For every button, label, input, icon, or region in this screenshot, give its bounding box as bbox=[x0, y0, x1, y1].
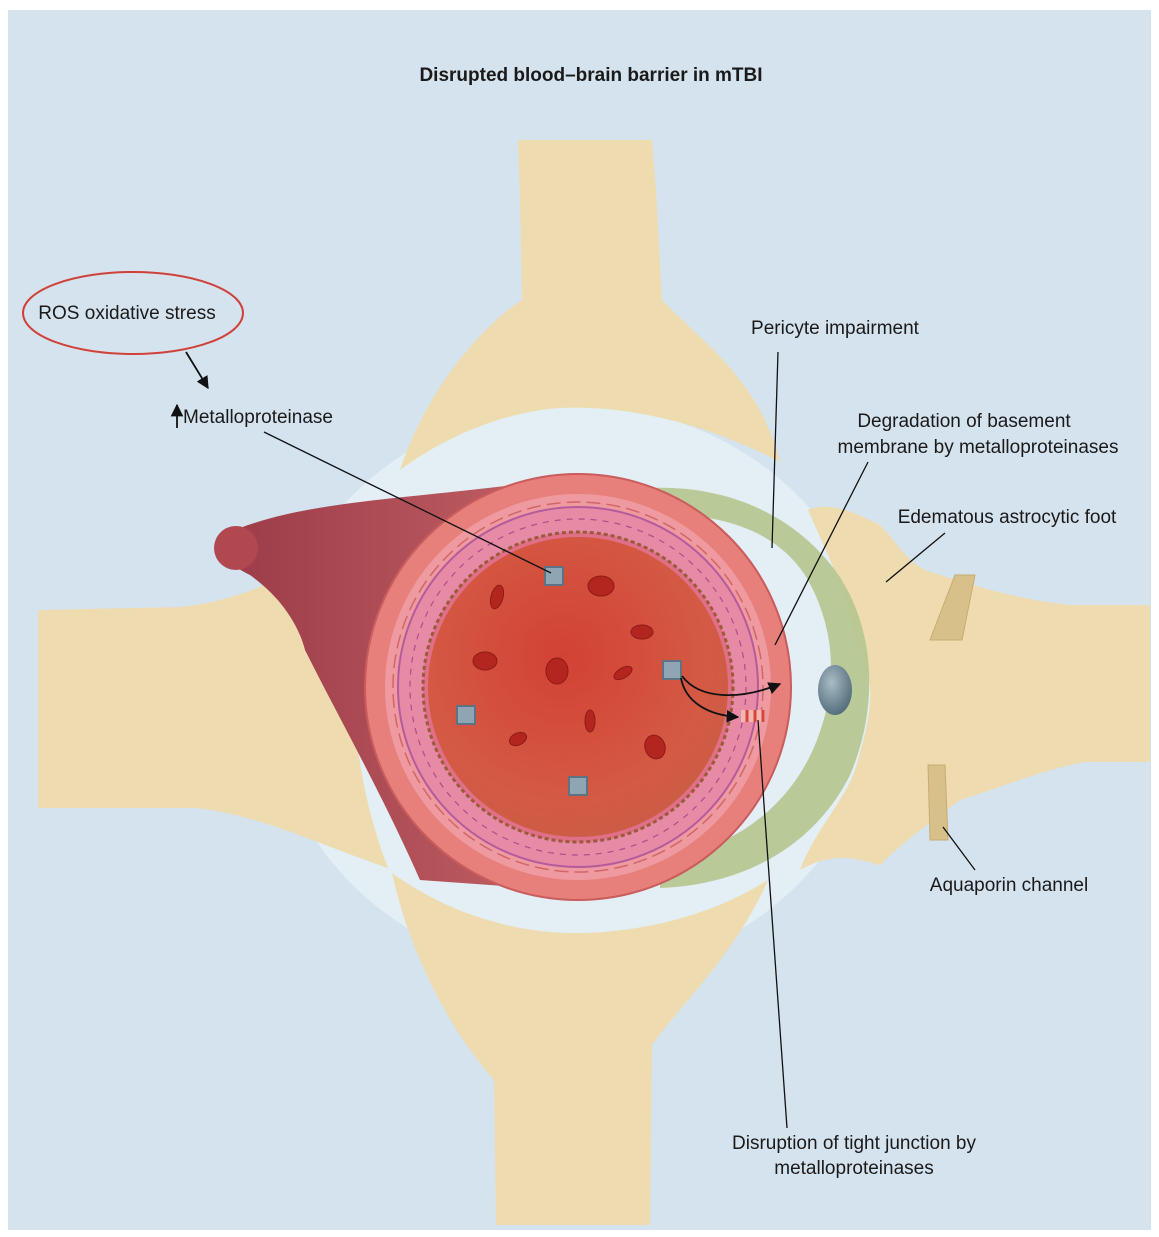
vessel-tube-end bbox=[214, 526, 258, 570]
pericyte-impairment-label: Pericyte impairment bbox=[751, 318, 920, 339]
red-blood-cell bbox=[546, 658, 568, 684]
tight-junction-label-line2: metalloproteinases bbox=[774, 1158, 933, 1179]
vessel-cross-section bbox=[365, 474, 791, 900]
metalloproteinase-label: Metalloproteinase bbox=[183, 407, 333, 428]
astrocytic-foot-label: Edematous astrocytic foot bbox=[898, 507, 1117, 528]
red-blood-cell bbox=[588, 576, 614, 596]
pericyte-nucleus bbox=[818, 665, 852, 715]
red-blood-cell bbox=[585, 710, 595, 732]
metalloproteinase-square bbox=[663, 661, 681, 679]
basement-label-line1: Degradation of basement bbox=[857, 411, 1071, 432]
red-blood-cell bbox=[631, 625, 653, 639]
tight-junction-disruption bbox=[741, 710, 765, 722]
metalloproteinase-square bbox=[545, 567, 563, 585]
metalloproteinase-square bbox=[457, 706, 475, 724]
aquaporin-label: Aquaporin channel bbox=[930, 875, 1088, 896]
metalloproteinase-square bbox=[569, 777, 587, 795]
diagram-title: Disrupted blood–brain barrier in mTBI bbox=[419, 65, 762, 86]
basement-label-line2: membrane by metalloproteinases bbox=[838, 437, 1119, 458]
ros-label: ROS oxidative stress bbox=[38, 303, 215, 324]
tight-junction-label-line1: Disruption of tight junction by bbox=[732, 1133, 976, 1154]
red-blood-cell bbox=[473, 652, 497, 670]
